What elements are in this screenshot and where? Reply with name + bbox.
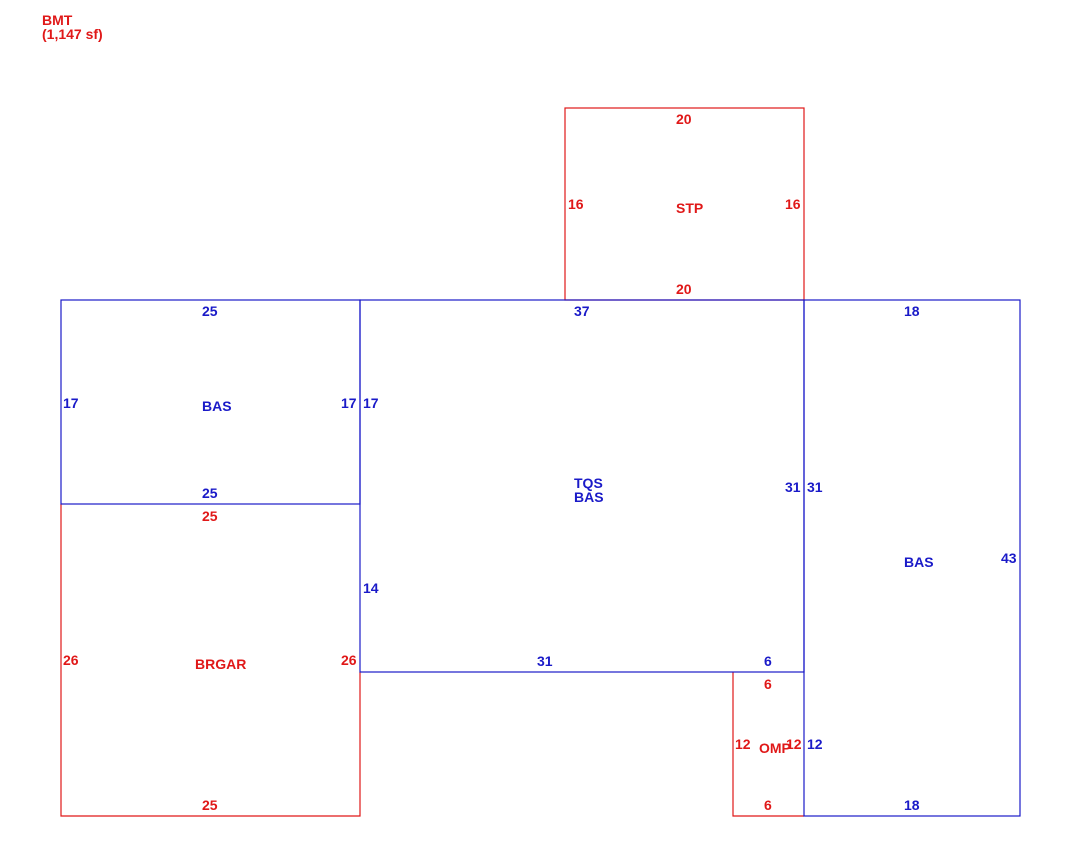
area-bas-left: BAS 25 25 17 17 <box>60 299 361 505</box>
sketch-total-area: (1,147 sf) <box>42 26 103 42</box>
tqs-dim-right: 31 <box>785 479 801 495</box>
bas-right-dim-bottom: 18 <box>904 797 920 813</box>
tqs-dim-bottom: 31 <box>537 653 553 669</box>
area-brgar: BRGAR 25 26 26 25 <box>60 504 361 817</box>
stp-dim-left: 16 <box>568 196 584 212</box>
bas-left-dim-left: 17 <box>63 395 79 411</box>
bas-left-dim-bottom: 25 <box>202 485 218 501</box>
bas-left-dim-top: 25 <box>202 303 218 319</box>
omp-label: OMP <box>759 740 791 756</box>
bas-right-outline <box>803 299 1021 817</box>
stp-label: STP <box>676 200 703 216</box>
bas-right-dim-right: 43 <box>1001 550 1017 566</box>
bas-right-label: BAS <box>904 554 934 570</box>
brgar-dim-right: 26 <box>341 652 357 668</box>
tqs-dim-left: 17 <box>363 395 379 411</box>
tqs-dim-left-lower: 14 <box>363 580 379 596</box>
bas-left-label: BAS <box>202 398 232 414</box>
stp-dim-bottom: 20 <box>676 281 692 297</box>
brgar-dim-top: 25 <box>202 508 218 524</box>
tqs-label: TQS <box>574 475 603 491</box>
omp-dim-top: 6 <box>764 676 772 692</box>
bas-right-dim-left-lower: 12 <box>807 736 823 752</box>
tqs-bas-label: BAS <box>574 489 604 505</box>
brgar-dim-bottom: 25 <box>202 797 218 813</box>
area-bas-right: BAS 18 43 31 12 18 <box>803 299 1021 817</box>
sketch-header: BMT (1,147 sf) <box>42 13 103 41</box>
omp-dim-bottom: 6 <box>764 797 772 813</box>
area-stp: STP 20 20 16 16 <box>564 107 805 301</box>
bas-left-dim-right: 17 <box>341 395 357 411</box>
tqs-dim-bottom-right: 6 <box>764 653 772 669</box>
omp-dim-left: 12 <box>735 736 751 752</box>
stp-dim-right: 16 <box>785 196 801 212</box>
bas-right-dim-left: 31 <box>807 479 823 495</box>
brgar-outline <box>60 504 361 817</box>
brgar-dim-left: 26 <box>63 652 79 668</box>
omp-outline <box>732 672 804 817</box>
sketch-title: BMT <box>42 12 73 28</box>
omp-dim-right: 12 <box>786 736 802 752</box>
tqs-dim-top: 37 <box>574 303 590 319</box>
stp-dim-top: 20 <box>676 111 692 127</box>
area-tqs-bas: TQS BAS 37 17 14 31 31 6 <box>359 299 805 673</box>
brgar-label: BRGAR <box>195 656 246 672</box>
bas-right-dim-top: 18 <box>904 303 920 319</box>
area-omp: OMP 6 12 12 6 <box>732 672 804 817</box>
